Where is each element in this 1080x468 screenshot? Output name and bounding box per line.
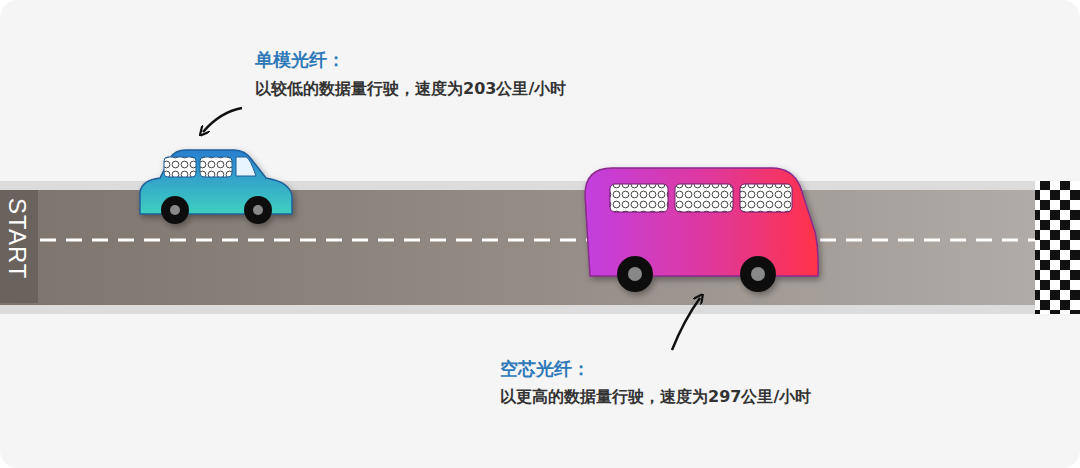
fiber-heading: 单模光纤： (255, 48, 345, 72)
pointer-arrow (203, 108, 242, 132)
fiber-heading: 空芯光纤： (500, 357, 590, 381)
blue-car (140, 150, 292, 224)
lane-line (40, 239, 1035, 242)
finish-flag (1035, 181, 1080, 314)
fiber-description: 以更高的数据量行驶，速度为297公里/小时 (500, 387, 811, 408)
fiber-description: 以较低的数据量行驶，速度为203公里/小时 (255, 79, 566, 100)
pointer-arrow (672, 298, 700, 350)
road (0, 190, 1080, 305)
start-strip (0, 190, 38, 303)
start-label: START (3, 198, 31, 279)
purple-van (585, 168, 818, 292)
